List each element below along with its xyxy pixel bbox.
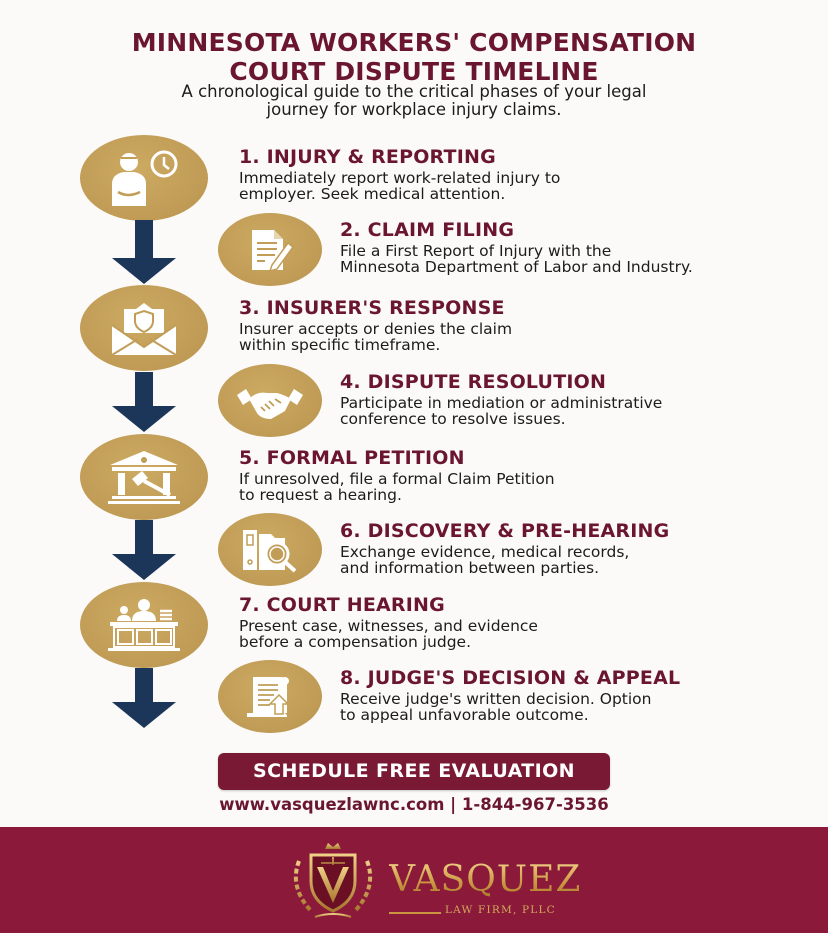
step-heading: 2. CLAIM FILING	[340, 219, 515, 241]
step-description: Exchange evidence, medical records, and …	[340, 544, 669, 576]
step-8: 8. JUDGE'S DECISION & APPEAL Receive jud…	[340, 667, 681, 724]
step-description-line: before a compensation judge.	[239, 633, 472, 651]
step-description: Present case, witnesses, and evidence be…	[239, 618, 538, 650]
step-description-line: Insurer accepts or denies the claim	[239, 320, 513, 338]
step-heading: 4. DISPUTE RESOLUTION	[340, 371, 607, 393]
step-description-line: and information between parties.	[340, 559, 600, 577]
step-description-line: to request a hearing.	[239, 486, 402, 504]
step-description-line: to appeal unfavorable outcome.	[340, 706, 589, 724]
handshake-icon	[218, 364, 322, 437]
step-description-line: File a First Report of Injury with the	[340, 242, 612, 260]
title-line-1: MINNESOTA WORKERS' COMPENSATION	[131, 28, 697, 57]
down-arrow-icon	[112, 220, 176, 285]
step-3: 3. INSURER'S RESPONSE Insurer accepts or…	[239, 297, 512, 354]
step-description-line: within specific timeframe.	[239, 336, 441, 354]
injured-worker-clock-icon	[80, 135, 208, 221]
step-description-line: Receive judge's written decision. Option	[340, 690, 652, 708]
logo-divider	[389, 912, 441, 914]
step-description: Immediately report work-related injury t…	[239, 170, 560, 202]
step-2: 2. CLAIM FILING File a First Report of I…	[340, 219, 693, 276]
step-heading: 6. DISCOVERY & PRE-HEARING	[340, 520, 670, 542]
judge-bench-icon	[80, 582, 208, 668]
step-description: Receive judge's written decision. Option…	[340, 691, 680, 723]
step-description-line: Present case, witnesses, and evidence	[239, 617, 538, 635]
subtitle-line-2: journey for workplace injury claims.	[266, 100, 562, 119]
step-description: Insurer accepts or denies the claim with…	[239, 321, 512, 353]
down-arrow-icon	[112, 668, 176, 730]
subtitle-line-1: A chronological guide to the critical ph…	[181, 82, 647, 101]
step-1: 1. INJURY & REPORTING Immediately report…	[239, 146, 560, 203]
step-description-line: conference to resolve issues.	[340, 410, 566, 428]
folder-magnifier-icon	[218, 513, 322, 586]
step-heading: 5. FORMAL PETITION	[239, 447, 465, 469]
down-arrow-icon	[112, 372, 176, 434]
step-heading: 3. INSURER'S RESPONSE	[239, 297, 505, 319]
step-description-line: Participate in mediation or administrati…	[340, 394, 663, 412]
courthouse-gavel-icon	[80, 434, 208, 520]
step-description-line: Immediately report work-related injury t…	[239, 169, 561, 187]
logo-name: VASQUEZ	[389, 859, 582, 900]
step-description: File a First Report of Injury with the M…	[340, 243, 693, 275]
law-firm-logo: VASQUEZ LAW FIRM, PLLC	[285, 839, 580, 923]
step-description: Participate in mediation or administrati…	[340, 395, 662, 427]
step-heading: 8. JUDGE'S DECISION & APPEAL	[340, 667, 681, 689]
step-4: 4. DISPUTE RESOLUTION Participate in med…	[340, 371, 662, 428]
step-description-line: Minnesota Department of Labor and Indust…	[340, 258, 693, 276]
schedule-evaluation-button[interactable]: SCHEDULE FREE EVALUATION	[218, 753, 610, 790]
document-pen-icon	[218, 213, 322, 286]
crest-shield-icon	[294, 843, 372, 918]
down-arrow-icon	[112, 520, 176, 582]
step-5: 5. FORMAL PETITION If unresolved, file a…	[239, 447, 555, 504]
envelope-shield-icon	[80, 285, 208, 371]
page-title: MINNESOTA WORKERS' COMPENSATION COURT DI…	[0, 28, 828, 86]
step-heading: 1. INJURY & REPORTING	[239, 146, 496, 168]
step-description-line: employer. Seek medical attention.	[239, 185, 506, 203]
scroll-upload-icon	[218, 660, 322, 733]
step-description: If unresolved, file a formal Claim Petit…	[239, 471, 555, 503]
step-6: 6. DISCOVERY & PRE-HEARING Exchange evid…	[340, 520, 670, 577]
logo-subtitle: LAW FIRM, PLLC	[445, 904, 556, 916]
step-description-line: If unresolved, file a formal Claim Petit…	[239, 470, 555, 488]
page-subtitle: A chronological guide to the critical ph…	[0, 83, 828, 119]
footer: VASQUEZ LAW FIRM, PLLC	[0, 827, 828, 933]
step-heading: 7. COURT HEARING	[239, 594, 445, 616]
step-description-line: Exchange evidence, medical records,	[340, 543, 630, 561]
contact-info[interactable]: www.vasquezlawnc.com | 1-844-967-3536	[219, 795, 609, 814]
step-7: 7. COURT HEARING Present case, witnesses…	[239, 594, 538, 651]
title-line-2: COURT DISPUTE TIMELINE	[229, 57, 599, 86]
